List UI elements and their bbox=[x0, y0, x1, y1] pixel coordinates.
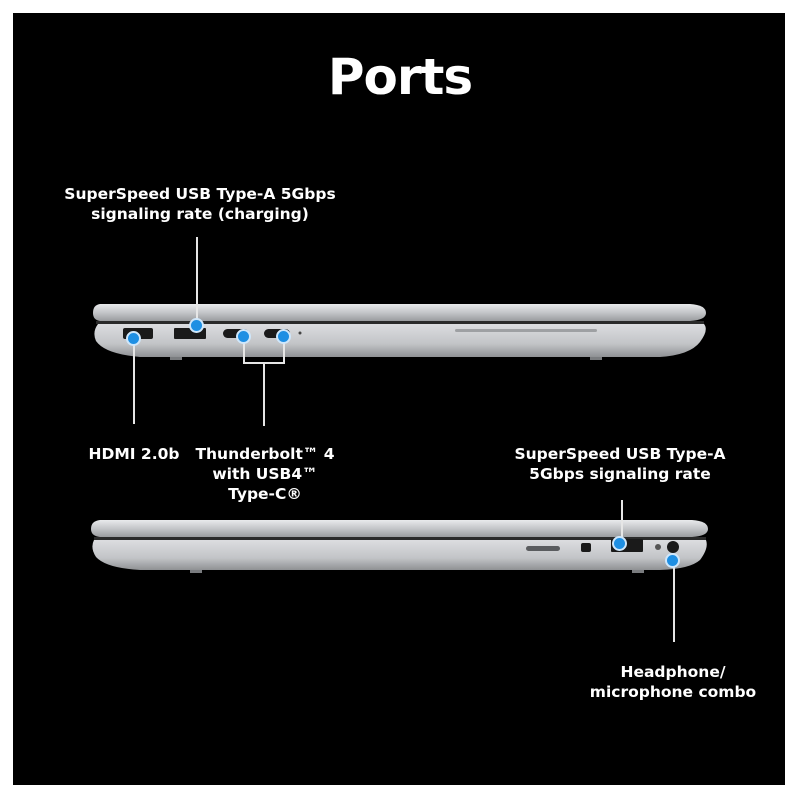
callout-line-thunderbolt-right bbox=[283, 338, 285, 363]
background-panel bbox=[13, 13, 785, 785]
label-usb-a: SuperSpeed USB Type-A 5Gbps signaling ra… bbox=[514, 445, 726, 483]
audio-jack-icon bbox=[667, 541, 679, 553]
label-thunderbolt: Thunderbolt™ 4 with USB4™ Type-C® bbox=[195, 445, 335, 503]
label-usb-a-charging: SuperSpeed USB Type-A 5Gbps signaling ra… bbox=[64, 185, 336, 223]
marker-headphone bbox=[665, 553, 680, 568]
callout-line-thunderbolt-left bbox=[243, 338, 245, 363]
lock-slot-icon bbox=[581, 543, 591, 552]
callout-line-headphone bbox=[673, 560, 675, 642]
marker-usb-a bbox=[612, 536, 627, 551]
laptop-left-side bbox=[93, 304, 706, 360]
callout-line-thunderbolt bbox=[263, 362, 265, 426]
callout-line-usb-a bbox=[621, 500, 623, 542]
marker-thunderbolt-1 bbox=[236, 329, 251, 344]
page-title: Ports bbox=[327, 48, 473, 106]
callout-line-hdmi bbox=[133, 338, 135, 424]
marker-usb-a-charging bbox=[189, 318, 204, 333]
label-hdmi: HDMI 2.0b bbox=[88, 445, 180, 463]
marker-thunderbolt-2 bbox=[276, 329, 291, 344]
marker-hdmi bbox=[126, 331, 141, 346]
laptop-right-side bbox=[91, 520, 708, 573]
callout-line-usb-a-charging bbox=[196, 237, 198, 325]
sd-slot-icon bbox=[526, 546, 560, 551]
label-headphone: Headphone/ microphone combo bbox=[589, 663, 757, 701]
vent-slot bbox=[455, 329, 597, 332]
